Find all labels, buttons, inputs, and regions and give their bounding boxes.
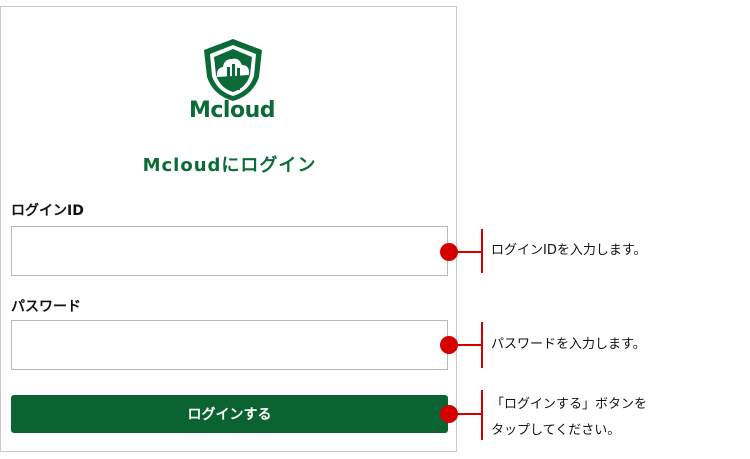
- login-id-input[interactable]: [11, 226, 448, 276]
- callout-marker-login-button: [440, 405, 458, 423]
- login-id-label: ログインID: [11, 203, 84, 219]
- callout-bracket: [481, 229, 483, 273]
- callout-text-password: パスワードを入力します。: [491, 337, 646, 352]
- login-button[interactable]: ログインする: [11, 395, 448, 433]
- callout-marker-password: [440, 336, 458, 354]
- login-button-label: ログインする: [187, 407, 272, 423]
- password-input[interactable]: [11, 320, 448, 370]
- callout-text-login-button-line1: 「ログインする」ボタンを: [491, 397, 648, 412]
- callout-connector: [456, 251, 482, 253]
- callout-connector: [456, 413, 482, 415]
- callout-bracket: [481, 390, 483, 440]
- callout-connector: [456, 344, 482, 346]
- page-title: Mcloudにログイン: [142, 155, 317, 176]
- brand-wordmark: Mcloud: [189, 98, 276, 123]
- callout-marker-login-id: [440, 243, 458, 261]
- mcloud-logo-icon: [204, 39, 262, 101]
- callout-text-login-id: ログインIDを入力します。: [491, 243, 647, 258]
- password-label: パスワード: [11, 299, 81, 315]
- callout-text-login-button-line2: タップしてください。: [491, 423, 621, 438]
- callout-bracket: [481, 322, 483, 368]
